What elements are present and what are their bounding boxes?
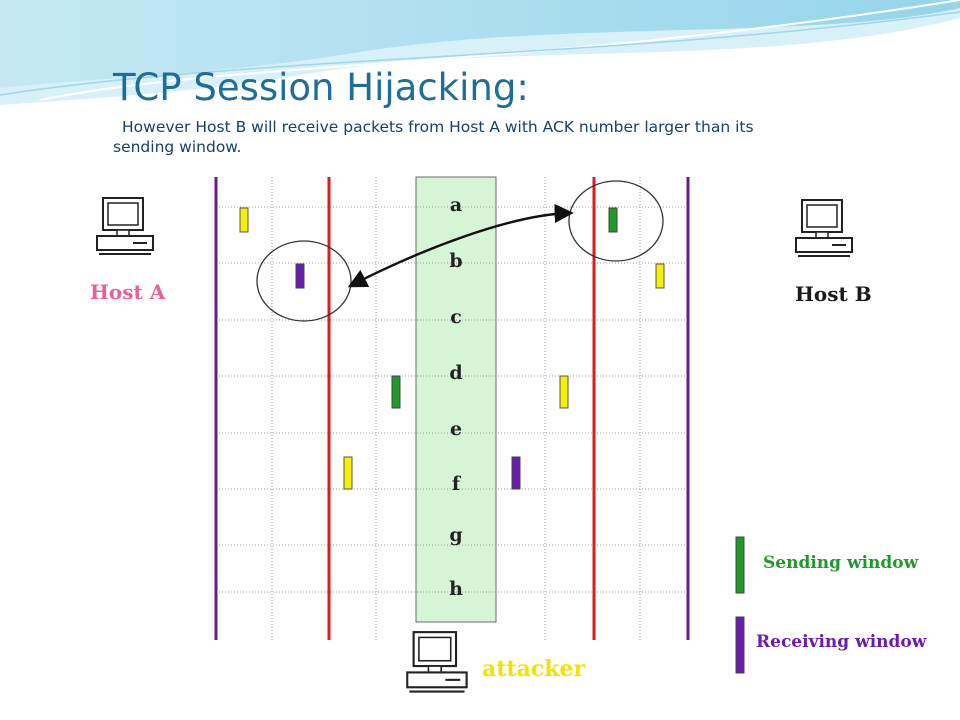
slide-title: TCP Session Hijacking:: [113, 66, 529, 109]
attacker-computer-icon: [406, 631, 468, 693]
stream-letter: f: [451, 473, 461, 495]
host-a-computer-icon: [96, 197, 154, 255]
subtitle-line-1: However Host B will receive packets from…: [122, 118, 754, 136]
packet-marker-yellow: [343, 456, 353, 490]
host-a-label: Host A: [90, 280, 166, 304]
packet-stream-column: [415, 176, 497, 623]
header-wave-decoration: [0, 0, 960, 105]
stream-letter: g: [449, 524, 463, 546]
packet-marker-yellow: [239, 207, 249, 233]
packet-marker-purple: [295, 263, 305, 289]
stream-letter: e: [449, 418, 463, 440]
stream-letter: d: [449, 362, 463, 384]
legend-sending-label: Sending window: [763, 553, 919, 573]
legend-receiving-bar: [735, 616, 745, 674]
hijack-arrow: [347, 203, 574, 288]
stream-letter: h: [449, 578, 463, 600]
packet-marker-purple: [511, 456, 521, 490]
packet-marker-yellow: [559, 375, 569, 409]
packet-marker-green: [608, 207, 618, 233]
packet-marker-green: [391, 375, 401, 409]
attacker-label: attacker: [482, 656, 586, 682]
stream-letter: b: [449, 250, 463, 272]
subtitle-line-2: sending window.: [113, 138, 242, 156]
slide-subtitle: However Host B will receive packets from…: [113, 117, 903, 157]
stream-letter: a: [449, 194, 463, 216]
legend-sending-bar: [735, 536, 745, 594]
vertical-gridlines: [271, 177, 641, 640]
legend-receiving-label: Receiving window: [756, 632, 927, 652]
host-b-computer-icon: [795, 199, 853, 257]
packet-marker-yellow: [655, 263, 665, 289]
host-b-label: Host B: [795, 282, 872, 306]
stream-letter: c: [450, 306, 462, 328]
